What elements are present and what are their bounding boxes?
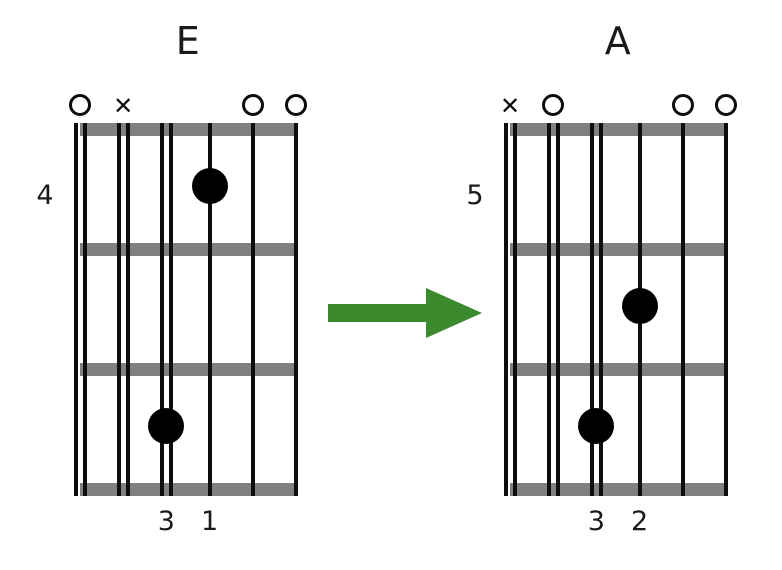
finger-dot-string3-fret3 bbox=[148, 407, 185, 444]
open-string-marker-6 bbox=[715, 94, 737, 116]
fretboard-grid-right bbox=[503, 123, 728, 496]
right-arrow-icon bbox=[328, 287, 482, 339]
fret-position-label-right: 5 bbox=[466, 180, 484, 211]
nut-bar bbox=[80, 123, 296, 136]
nut-bar bbox=[510, 123, 726, 136]
fret-position-label-left: 4 bbox=[36, 180, 54, 211]
open-string-marker-1 bbox=[69, 94, 91, 116]
open-string-marker-6 bbox=[285, 94, 307, 116]
open-string-marker-5 bbox=[671, 94, 694, 116]
string-1 bbox=[503, 123, 517, 496]
fret-bar-2 bbox=[80, 363, 296, 376]
muted-string-marker-1: ✕ bbox=[499, 92, 521, 120]
string-2 bbox=[546, 123, 560, 496]
chord-title-left: E bbox=[175, 19, 201, 63]
fret-bar-3 bbox=[80, 483, 296, 496]
finger-number-string-3: 3 bbox=[157, 506, 175, 537]
string-2 bbox=[116, 123, 130, 496]
string-3 bbox=[589, 123, 603, 496]
fret-bar-3 bbox=[510, 483, 726, 496]
fretboard-grid-left bbox=[73, 123, 298, 496]
fret-bar-1 bbox=[80, 243, 296, 256]
finger-number-string-4: 2 bbox=[631, 506, 649, 537]
string-3 bbox=[159, 123, 173, 496]
string-6 bbox=[294, 123, 298, 496]
fret-bar-1 bbox=[510, 243, 726, 256]
string-5 bbox=[250, 123, 255, 496]
finger-number-string-3: 3 bbox=[587, 506, 605, 537]
finger-dot-string4-fret1 bbox=[191, 167, 228, 204]
finger-dot-string3-fret3 bbox=[578, 407, 615, 444]
open-string-marker-2 bbox=[542, 94, 565, 116]
string-4 bbox=[207, 123, 212, 496]
finger-number-string-4: 1 bbox=[201, 506, 219, 537]
finger-dot-string4-fret2 bbox=[621, 287, 658, 324]
chord-title-right: A bbox=[604, 19, 632, 63]
string-1 bbox=[73, 123, 87, 496]
open-string-marker-5 bbox=[241, 94, 264, 116]
muted-string-marker-2: ✕ bbox=[113, 92, 134, 120]
string-6 bbox=[724, 123, 728, 496]
fret-bar-2 bbox=[510, 363, 726, 376]
string-5 bbox=[680, 123, 685, 496]
